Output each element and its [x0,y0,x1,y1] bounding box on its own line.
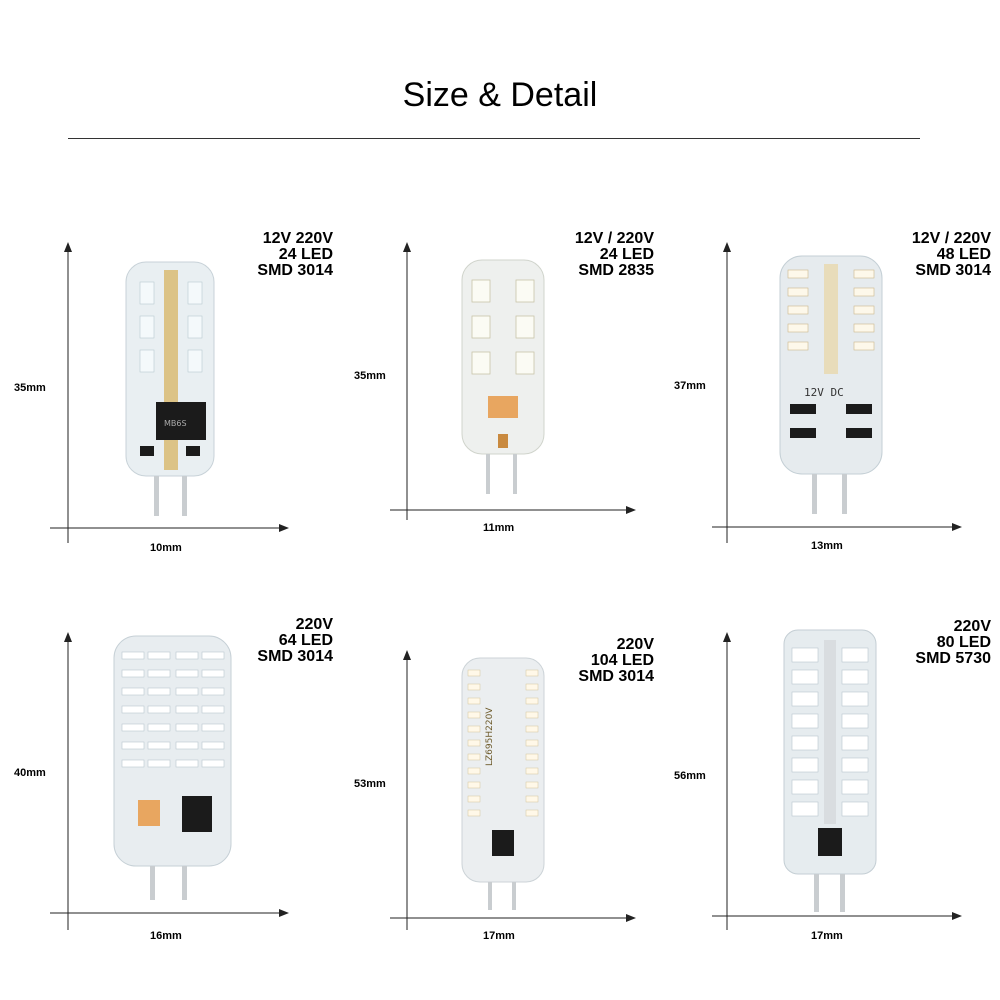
height-label: 56mm [674,770,706,782]
height-label: 35mm [354,370,386,382]
chip-marking: 12V DC [804,386,844,399]
height-label: 40mm [14,767,46,779]
width-label: 17mm [483,930,515,942]
spec-smd-type: SMD 5730 [915,650,991,667]
height-label: 53mm [354,778,386,790]
spec-led-count: 80 LED [936,634,991,651]
height-label: 35mm [14,382,46,394]
spec-led-count: 48 LED [936,246,991,263]
title-divider [68,138,920,139]
spec-smd-type: SMD 3014 [915,262,991,279]
bulb-panel-2: 12V / 220V 24 LED SMD 2835 35mm 11mm [333,200,666,600]
bulb-panel-6: 220V 80 LED SMD 5730 56mm 17mm [666,600,999,1000]
dimension-axes [712,242,962,543]
spec-smd-type: SMD 3014 [578,668,654,685]
bulb-panel-5: 220V 104 LED SMD 3014 53mm 17mm LZ695H22… [333,600,666,1000]
spec-voltage: 12V 220V [262,230,333,247]
led-bulb-image: MB6S [125,261,215,516]
bulb-panel-4: 220V 64 LED SMD 3014 40mm 16mm [0,600,333,1000]
width-label: 11mm [483,522,515,534]
spec-led-count: 64 LED [278,632,333,649]
spec-led-count: 24 LED [599,246,654,263]
bulb-spec: 220V 80 LED SMD 5730 [915,619,991,667]
width-label: 10mm [150,542,182,554]
spec-voltage: 220V [616,636,654,653]
spec-smd-type: SMD 3014 [257,648,333,665]
width-label: 17mm [811,930,843,942]
led-bulb-image [783,629,877,912]
spec-voltage: 220V [295,616,333,633]
bulb-spec: 12V / 220V 24 LED SMD 2835 [575,231,654,279]
chip-marking: MB6S [164,419,187,428]
led-bulb-image: LZ695H220V [461,657,545,910]
led-bulb-image: 12V DC [779,255,883,514]
page-title: Size & Detail [402,76,598,114]
led-bulb-image [113,635,232,900]
width-label: 16mm [150,930,182,942]
dimension-axes [50,242,289,543]
dimension-axes [712,632,962,930]
led-bulb-image [461,259,545,494]
chip-marking: LZ695H220V [485,707,495,766]
bulb-panel-3: 12V / 220V 48 LED SMD 3014 37mm 13mm 12V… [666,200,999,600]
dimension-axes [50,632,289,930]
spec-smd-type: SMD 2835 [578,262,654,279]
bulb-spec: 12V 220V 24 LED SMD 3014 [257,231,333,279]
spec-voltage: 12V / 220V [911,230,991,247]
bulb-spec: 12V / 220V 48 LED SMD 3014 [912,231,991,279]
spec-smd-type: SMD 3014 [257,262,333,279]
spec-led-count: 24 LED [278,246,333,263]
spec-voltage: 12V / 220V [574,230,654,247]
spec-voltage: 220V [953,618,991,635]
width-label: 13mm [811,540,843,552]
bulb-spec: 220V 64 LED SMD 3014 [257,617,333,665]
dimension-axes [390,650,636,930]
bulb-panel-1: 12V 220V 24 LED SMD 3014 35mm 10mm MB6S [0,200,333,600]
dimension-axes [390,242,636,520]
spec-led-count: 104 LED [590,652,654,669]
bulb-spec: 220V 104 LED SMD 3014 [578,637,654,685]
height-label: 37mm [674,380,706,392]
